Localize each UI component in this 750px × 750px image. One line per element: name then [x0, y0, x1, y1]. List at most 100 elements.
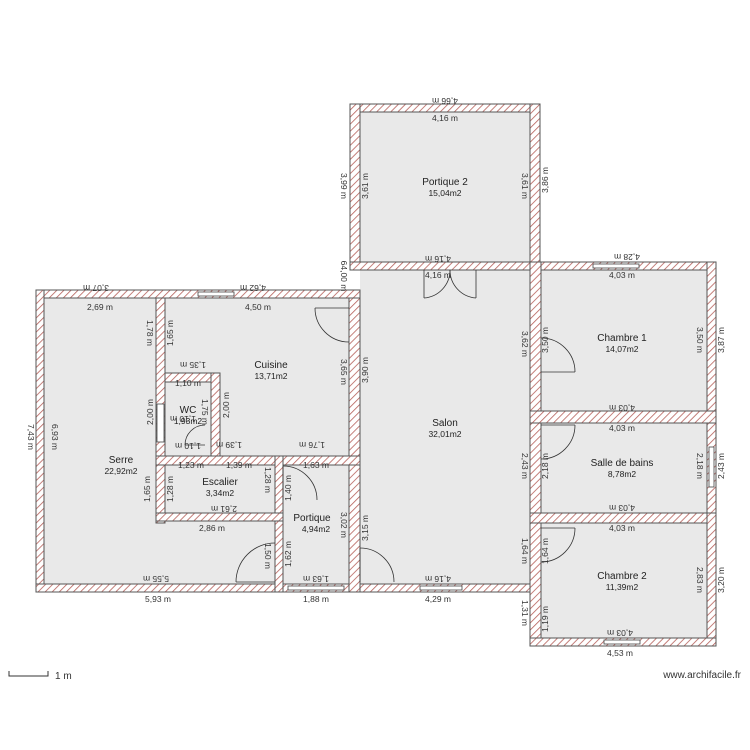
- dim-ch1-right-out: 3,87 m: [716, 327, 726, 353]
- serre-floor: [44, 298, 156, 584]
- room-chambre1-name: Chambre 1: [597, 333, 647, 344]
- window-sdb-right: [708, 446, 715, 488]
- dim-wc-top-in: 1,10 m: [175, 378, 201, 388]
- doors: [184, 269, 576, 583]
- dim-cuisine-right: 3,65 m: [339, 359, 349, 385]
- dim-p2-left-out: 3,99 m: [339, 173, 349, 199]
- dimensions-horizontal: 4,66 m 4,16 m 4,16 m 4,16 m 3,07 m 2,69 …: [83, 96, 640, 658]
- window-cuisine-top: [197, 291, 235, 297]
- wc-floor: [165, 382, 211, 446]
- dim-ch1-top-out: 4,28 m: [614, 252, 640, 262]
- windows: [156, 263, 715, 645]
- dim-wc-small: 1,10 m: [170, 414, 196, 424]
- dim-p2-top-in: 4,16 m: [432, 113, 458, 123]
- dim-ch1-top-in: 4,03 m: [609, 270, 635, 280]
- dim-cuisine-top-in: 4,50 m: [245, 302, 271, 312]
- dim-portique-bot-out: 1,88 m: [303, 594, 329, 604]
- wall-ch1-bottom: [529, 410, 717, 424]
- wall-ch2-right: [706, 512, 717, 647]
- dim-esc-bot-286: 2,86 m: [199, 523, 225, 533]
- dim-wc-top-out: 1,35 m: [180, 360, 206, 370]
- dim-ch2-bot-in: 4,03 m: [607, 628, 633, 638]
- dim-portique-right-302: 3,02 m: [339, 512, 349, 538]
- dim-wc-right-out: 2,00 m: [221, 392, 231, 418]
- wall-escalier-bottom: [155, 512, 284, 522]
- dim-serre-bot-in: 5,93 m: [145, 594, 171, 604]
- room-escalier-name: Escalier: [202, 477, 238, 488]
- dim-sdb-right-in: 2,18 m: [695, 453, 705, 479]
- dim-esc-bot-261: 2,61 m: [211, 504, 237, 514]
- dim-ch1-right-in: 3,50 m: [695, 327, 705, 353]
- portique2-floor: [360, 112, 530, 262]
- dim-esc-top-139: 1,39 m: [226, 460, 252, 470]
- room-portique2-area: 15,04m2: [428, 188, 461, 198]
- wall-cuisine-bottom: [155, 455, 361, 466]
- dim-serre-top-in: 2,69 m: [87, 302, 113, 312]
- dim-portique-left-140: 1,40 m: [283, 475, 293, 501]
- room-serre-name: Serre: [109, 455, 134, 466]
- dim-salon-left-in: 3,90 m: [360, 357, 370, 383]
- dim-ch2-bot-out: 4,53 m: [607, 648, 633, 658]
- credit-text: www.archifacile.fr: [662, 670, 741, 681]
- wall-serre-left: [35, 289, 45, 593]
- room-floors: [44, 112, 707, 638]
- portique-floor: [283, 463, 349, 584]
- bottom-left-floor: [156, 521, 281, 584]
- dim-portique-162: 1,62 m: [283, 541, 293, 567]
- room-wc-area: 1,93m2: [174, 416, 203, 426]
- dim-serre-right-165: 1,65 m: [165, 320, 175, 346]
- dim-portique-bot-in: 1,63 m: [303, 574, 329, 584]
- room-portique-area: 4,94m2: [302, 524, 331, 534]
- dim-salon-bot-out: 4,29 m: [425, 594, 451, 604]
- dim-salon-left-wall: 64,00 m: [339, 261, 349, 292]
- chambre2-floor: [541, 523, 707, 638]
- dim-serre-mid-165: 1,65 m: [142, 476, 152, 502]
- dim-salon-left-315: 3,15 m: [360, 515, 370, 541]
- dim-ch1-bot-a: 4,03 m: [609, 403, 635, 413]
- dim-salon-right-362: 3,62 m: [520, 331, 530, 357]
- room-serre-area: 22,92m2: [104, 466, 137, 476]
- dim-portique-150: 1,50 m: [263, 543, 273, 569]
- room-cuisine-area: 13,71m2: [254, 371, 287, 381]
- sdb-floor: [541, 423, 707, 513]
- dim-ch1-left: 3,50 m: [540, 327, 550, 353]
- room-chambre2-name: Chambre 2: [597, 571, 647, 582]
- dim-p2-top-out: 4,66 m: [432, 96, 458, 106]
- room-sdb-area: 8,78m2: [608, 469, 637, 479]
- dim-cuisine-bottom-139: 1,39 m: [216, 440, 242, 450]
- window-wc-left: [156, 403, 165, 443]
- wall-p2-left: [349, 103, 361, 271]
- dim-cuisine-top-out: 4,62 m: [240, 283, 266, 293]
- dim-sdb-right-out: 2,43 m: [716, 453, 726, 479]
- dim-serre-bot-out: 5,55 m: [143, 574, 169, 584]
- wall-cuisine-right: [348, 297, 361, 593]
- window-salon-bottom: [419, 585, 463, 591]
- salon-floor: [360, 270, 530, 584]
- dim-p2-right-in: 3,61 m: [520, 173, 530, 199]
- dim-salon-top: 4,16 m: [425, 270, 451, 280]
- room-portique-name: Portique: [293, 513, 331, 524]
- room-salon-area: 32,01m2: [428, 429, 461, 439]
- dim-sdb-left: 2,18 m: [540, 453, 550, 479]
- wall-sdb-bottom: [529, 512, 717, 524]
- room-chambre1-area: 14,07m2: [605, 344, 638, 354]
- dim-p2-right-out: 3,86 m: [540, 167, 550, 193]
- dim-ch2-right-in: 2,83 m: [695, 567, 705, 593]
- dim-sdb-bot-b: 4,03 m: [609, 523, 635, 533]
- dim-serre-left-out: 7,43 m: [26, 424, 36, 450]
- wall-escalier-right: [274, 455, 284, 593]
- room-sdb-name: Salle de bains: [591, 458, 654, 469]
- dimensions-vertical: 3,99 m 3,61 m 3,61 m 3,86 m 64,00 m 3,90…: [26, 167, 726, 632]
- dim-sdb-bot-a: 4,03 m: [609, 503, 635, 513]
- scale-label: 1 m: [55, 671, 72, 682]
- dim-salon-right-243: 2,43 m: [520, 453, 530, 479]
- dim-cuisine-bottom-176: 1,76 m: [299, 440, 325, 450]
- dim-salon-right-164: 1,64 m: [520, 538, 530, 564]
- window-portique-bottom: [287, 585, 345, 591]
- dim-serre-right-178: 1,78 m: [145, 320, 155, 346]
- dim-ch1-bot-b: 4,03 m: [609, 423, 635, 433]
- dim-wc-left: 2,00 m: [145, 399, 155, 425]
- dim-ch2-left-119: 1,19 m: [540, 606, 550, 632]
- dim-esc-top-123: 1,23 m: [178, 460, 204, 470]
